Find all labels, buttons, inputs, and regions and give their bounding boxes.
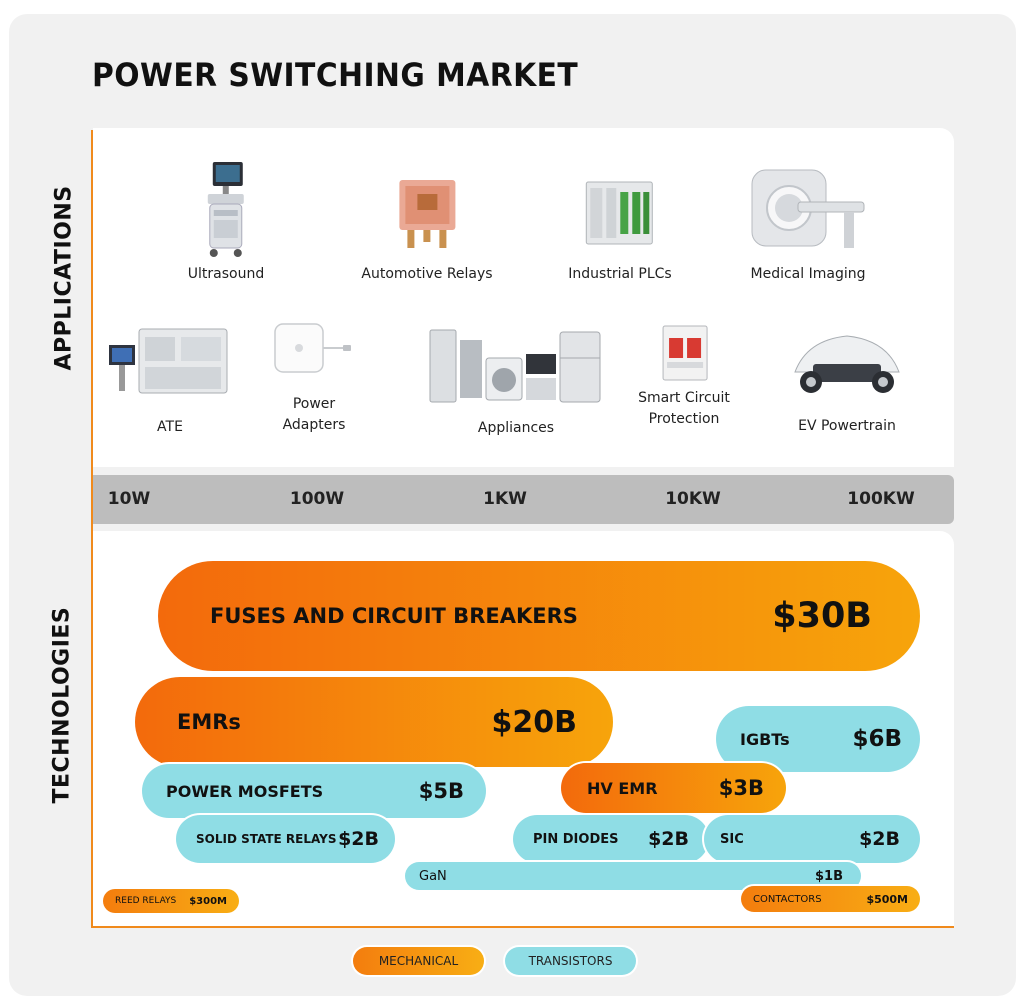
tech-name: REED RELAYS (115, 896, 177, 906)
test-equipment-icon (109, 328, 228, 394)
relay-icon (398, 180, 455, 248)
scale-label-10w: 10W (107, 489, 151, 509)
app-automotive-relays: Automotive Relays (361, 172, 493, 285)
scale-label-10kw: 10KW (665, 489, 721, 509)
tech-value: $1B (815, 868, 843, 884)
tech-value: $2B (859, 828, 900, 850)
circuit-breaker-icon (662, 325, 708, 381)
tech-name: SIC (720, 831, 744, 847)
app-label: Automotive Relays (361, 266, 493, 282)
tech-value: $20B (491, 704, 578, 740)
tech-value: $500M (866, 892, 908, 906)
tech-reed-relays: REED RELAYS $300M (103, 889, 239, 913)
scale-label-100w: 100W (289, 489, 345, 509)
tech-name: SOLID STATE RELAYS (196, 832, 337, 846)
tech-name: GaN (419, 868, 447, 884)
tech-value: $3B (718, 776, 764, 800)
app-smart-circuit-protection: Smart Circuit Protection (638, 322, 730, 430)
app-label: EV Powertrain (798, 418, 896, 434)
ev-chassis-icon (794, 335, 900, 393)
app-label: Appliances (477, 420, 555, 436)
app-label: Smart Circuit Protection (638, 390, 730, 427)
applications-label: APPLICATIONS (51, 185, 77, 371)
legend-label: MECHANICAL (378, 954, 459, 968)
app-medical-imaging: Medical Imaging (748, 166, 868, 285)
tech-contactors: CONTACTORS $500M (741, 886, 920, 912)
tech-value: $6B (852, 726, 902, 752)
applications-panel: Ultrasound Automotive Relays Industrial … (93, 128, 954, 467)
power-scale-bar: 10W 100W 1KW 10KW 100KW (93, 475, 954, 524)
tech-name: PIN DIODES (533, 831, 619, 847)
app-label: ATE (157, 419, 183, 435)
appliances-icon (429, 329, 601, 403)
tech-value: $2B (338, 828, 379, 850)
tech-value: $300M (189, 895, 227, 907)
technologies-label: TECHNOLOGIES (49, 606, 75, 804)
tech-name: POWER MOSFETS (166, 781, 324, 801)
scale-label-100kw: 100KW (847, 489, 915, 509)
tech-hv-emr: HV EMR $3B (561, 763, 786, 813)
tech-gan: GaN $1B (405, 862, 861, 890)
tech-power-mosfets: POWER MOSFETS $5B (142, 764, 486, 818)
tech-name: FUSES AND CIRCUIT BREAKERS (210, 604, 578, 628)
ultrasound-machine-icon (207, 162, 244, 257)
app-industrial-plcs: Industrial PLCs (568, 172, 672, 285)
app-label: Industrial PLCs (568, 266, 672, 282)
vertical-axis-line (91, 130, 93, 928)
app-ate: ATE (105, 323, 235, 438)
app-ultrasound: Ultrasound (188, 160, 264, 285)
tech-name: CONTACTORS (753, 893, 822, 905)
tech-fuses-circuit-breakers: FUSES AND CIRCUIT BREAKERS $30B (158, 561, 920, 671)
tech-igbts: IGBTs $6B (716, 706, 920, 772)
tech-value: $5B (418, 779, 464, 803)
app-label: Power Adapters (282, 396, 346, 433)
tech-value: $30B (772, 596, 872, 636)
tech-solid-state-relays: SOLID STATE RELAYS $2B (176, 815, 395, 863)
legend-transistors: TRANSISTORS (505, 947, 636, 975)
app-ev-powertrain: EV Powertrain (787, 326, 907, 437)
mri-scanner-icon (751, 169, 865, 248)
legend-mechanical: MECHANICAL (353, 947, 484, 975)
app-appliances: Appliances (426, 324, 606, 439)
app-label: Ultrasound (187, 266, 265, 282)
app-power-adapters: Power Adapters (269, 318, 359, 436)
tech-name: IGBTs (740, 729, 790, 749)
page-title: POWER SWITCHING MARKET (92, 56, 579, 94)
tech-name: HV EMR (587, 778, 658, 798)
tech-emrs: EMRs $20B (135, 677, 613, 767)
tech-value: $2B (648, 828, 689, 850)
power-adapter-icon (274, 323, 351, 373)
app-label: Medical Imaging (750, 266, 866, 282)
legend-label: TRANSISTORS (528, 954, 613, 968)
tech-name: EMRs (177, 710, 241, 734)
plc-icon (585, 181, 653, 245)
tech-sic: SIC $2B (704, 815, 920, 863)
scale-label-1kw: 1KW (483, 489, 527, 509)
tech-pin-diodes: PIN DIODES $2B (513, 815, 709, 863)
horizontal-axis-line (91, 926, 954, 928)
